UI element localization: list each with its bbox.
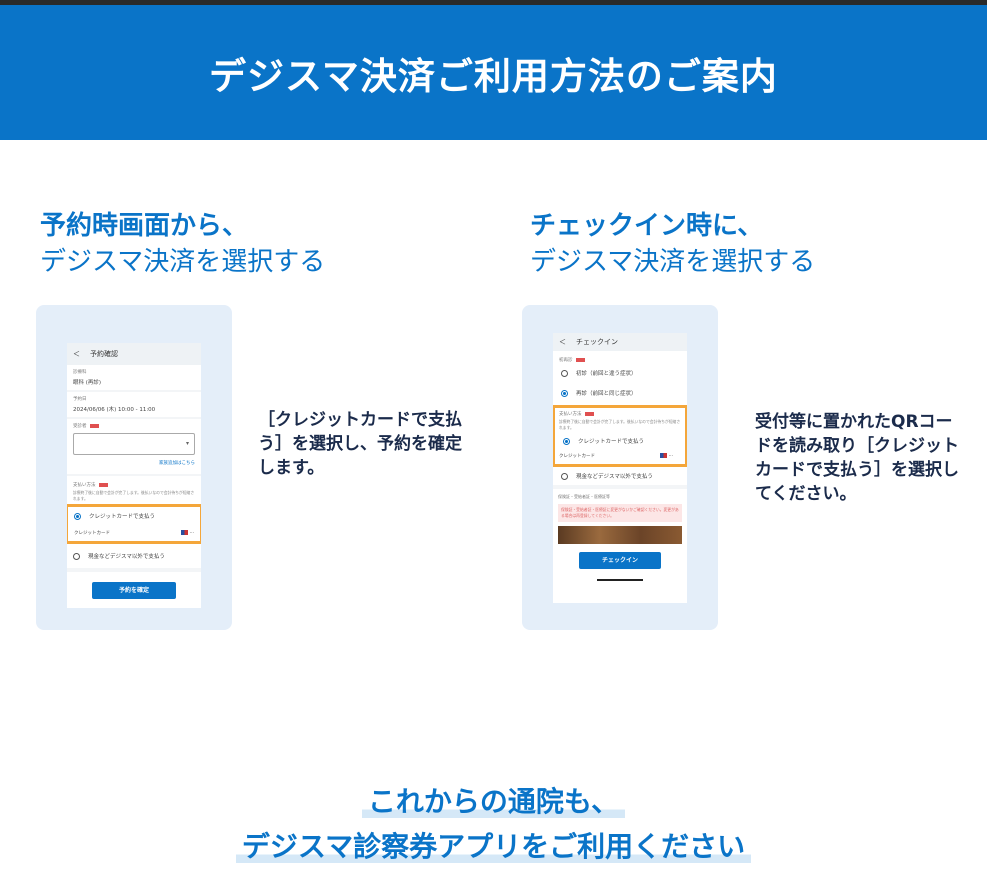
top-border xyxy=(0,0,987,5)
closing-text-1: これからの通院も、 xyxy=(361,785,626,818)
confirm-reservation-button[interactable]: 予約を確定 xyxy=(92,582,176,599)
option-first-label: 初診（前回と違う症状） xyxy=(576,371,637,377)
payment-highlight: 支払い方法 診療終了後に自動で会計が完了します。後払いなので会計待ちが短縮されま… xyxy=(553,405,687,467)
credit-card-icon xyxy=(660,453,668,458)
page-header: デジスマ決済ご利用方法のご案内 xyxy=(0,5,987,140)
radio-unchecked-icon xyxy=(561,370,568,377)
closing-text-2: デジスマ診察券アプリをご利用ください xyxy=(235,830,752,863)
option-return-label: 再診（前回と同じ症状） xyxy=(576,391,637,397)
screen-header: ＜ 予約確認 xyxy=(67,343,201,365)
card-number: ··· xyxy=(668,454,673,459)
option-credit-label: クレジットカードで支払う xyxy=(578,439,645,445)
required-badge xyxy=(89,423,99,428)
screen-header: ＜ チェックイン xyxy=(553,333,687,351)
option-credit[interactable]: クレジットカードで支払う xyxy=(559,431,681,451)
date-label: 予約日 xyxy=(73,397,87,402)
right-heading-regular: デジスマ決済を選択する xyxy=(530,247,816,277)
left-heading: 予約時画面から、 デジスマ決済を選択する xyxy=(40,208,325,280)
radio-checked-icon xyxy=(561,390,568,397)
option-other[interactable]: 現金などデジスマ以外で支払う xyxy=(553,467,687,485)
right-screenshot-panel: ＜ チェックイン 初再診 初診（前回と違う症状） 再診（前回と同じ症状） 支払い方… xyxy=(522,305,718,630)
right-heading-bold: チェックイン時に、 xyxy=(530,211,764,241)
dept-field: 診療科眼科 (再診) xyxy=(67,365,201,392)
patient-field: 受診者 家族追加はこちら xyxy=(67,419,201,476)
checkin-button[interactable]: チェックイン xyxy=(579,552,661,569)
card-label: クレジットカード xyxy=(559,454,595,459)
option-credit-label: クレジットカードで支払う xyxy=(89,514,156,520)
reservation-screen: ＜ 予約確認 診療科眼科 (再診) 予約日 2024/06/06 (木) 10:00… xyxy=(67,343,201,608)
visit-label: 初再診 xyxy=(559,358,573,363)
card-label: クレジットカード xyxy=(74,531,110,536)
add-family-link[interactable]: 家族追加はこちら xyxy=(159,461,195,466)
credit-card-icon xyxy=(181,530,189,535)
option-credit[interactable]: クレジットカードで支払う xyxy=(68,507,200,525)
option-other-label: 現金などデジスマ以外で支払う xyxy=(88,554,165,560)
dept-value: 眼科 (再診) xyxy=(73,380,102,386)
date-field: 予約日 2024/06/06 (木) 10:00 - 11:00 xyxy=(67,392,201,419)
radio-unchecked-icon xyxy=(561,473,568,480)
option-other[interactable]: 現金などデジスマ以外で支払う xyxy=(67,544,201,568)
pay-note: 診療終了後に自動で会計が完了します。後払いなので会計待ちが短縮されます。 xyxy=(559,419,681,430)
card-row[interactable]: クレジットカード ··· xyxy=(68,525,200,541)
card-row[interactable]: クレジットカード ··· xyxy=(559,451,681,461)
left-screenshot-panel: ＜ 予約確認 診療科眼科 (再診) 予約日 2024/06/06 (木) 10:00… xyxy=(36,305,232,630)
patient-label: 受診者 xyxy=(73,424,87,429)
pay-label: 支払い方法 xyxy=(73,483,96,488)
date-value: 2024/06/06 (木) 10:00 - 11:00 xyxy=(73,407,156,413)
required-badge xyxy=(98,482,108,487)
option-other-label: 現金などデジスマ以外で支払う xyxy=(576,474,653,480)
pay-label: 支払い方法 xyxy=(559,412,582,417)
radio-checked-icon xyxy=(74,513,81,520)
closing-line-2: デジスマ診察券アプリをご利用ください xyxy=(0,825,987,865)
back-icon: ＜ xyxy=(73,350,80,358)
card-number: ··· xyxy=(189,531,194,536)
required-badge xyxy=(584,411,594,416)
pay-note: 診療終了後に自動で会計が完了します。後払いなので会計待ちが短縮されます。 xyxy=(73,490,195,501)
option-return-visit[interactable]: 再診（前回と同じ症状） xyxy=(553,383,687,403)
back-icon: ＜ xyxy=(559,338,566,346)
insurance-card-image xyxy=(558,526,682,544)
required-badge xyxy=(575,357,585,362)
home-indicator xyxy=(597,579,643,581)
option-first-visit[interactable]: 初診（前回と違う症状） xyxy=(553,363,687,383)
right-description: 受付等に置かれたQRコードを読み取り［クレジットカードで支払う］を選択してくださ… xyxy=(755,412,959,504)
insurance-label: 保険証・受給者証・医療証等 xyxy=(558,494,610,499)
insurance-warning: 保険証・受給者証・医療証に変更がないかご確認ください。変更がある場合は再登録して… xyxy=(558,504,682,522)
right-heading: チェックイン時に、 デジスマ決済を選択する xyxy=(530,208,815,280)
screen-title: 予約確認 xyxy=(90,350,118,358)
closing-line-1: これからの通院も、 xyxy=(0,780,987,820)
radio-unchecked-icon xyxy=(73,553,80,560)
page-title: デジスマ決済ご利用方法のご案内 xyxy=(209,54,778,98)
patient-select[interactable] xyxy=(73,433,195,455)
radio-checked-icon xyxy=(563,438,570,445)
left-heading-regular: デジスマ決済を選択する xyxy=(40,247,326,277)
dept-label: 診療科 xyxy=(73,370,87,375)
credit-option-highlight: クレジットカードで支払う クレジットカード ··· xyxy=(67,504,201,544)
checkin-screen: ＜ チェックイン 初再診 初診（前回と違う症状） 再診（前回と同じ症状） 支払い方… xyxy=(553,333,687,603)
left-description: ［クレジットカードで支払う］を選択し、予約を確定します。 xyxy=(258,410,462,478)
left-heading-bold: 予約時画面から、 xyxy=(40,211,249,241)
screen-title: チェックイン xyxy=(576,338,618,346)
